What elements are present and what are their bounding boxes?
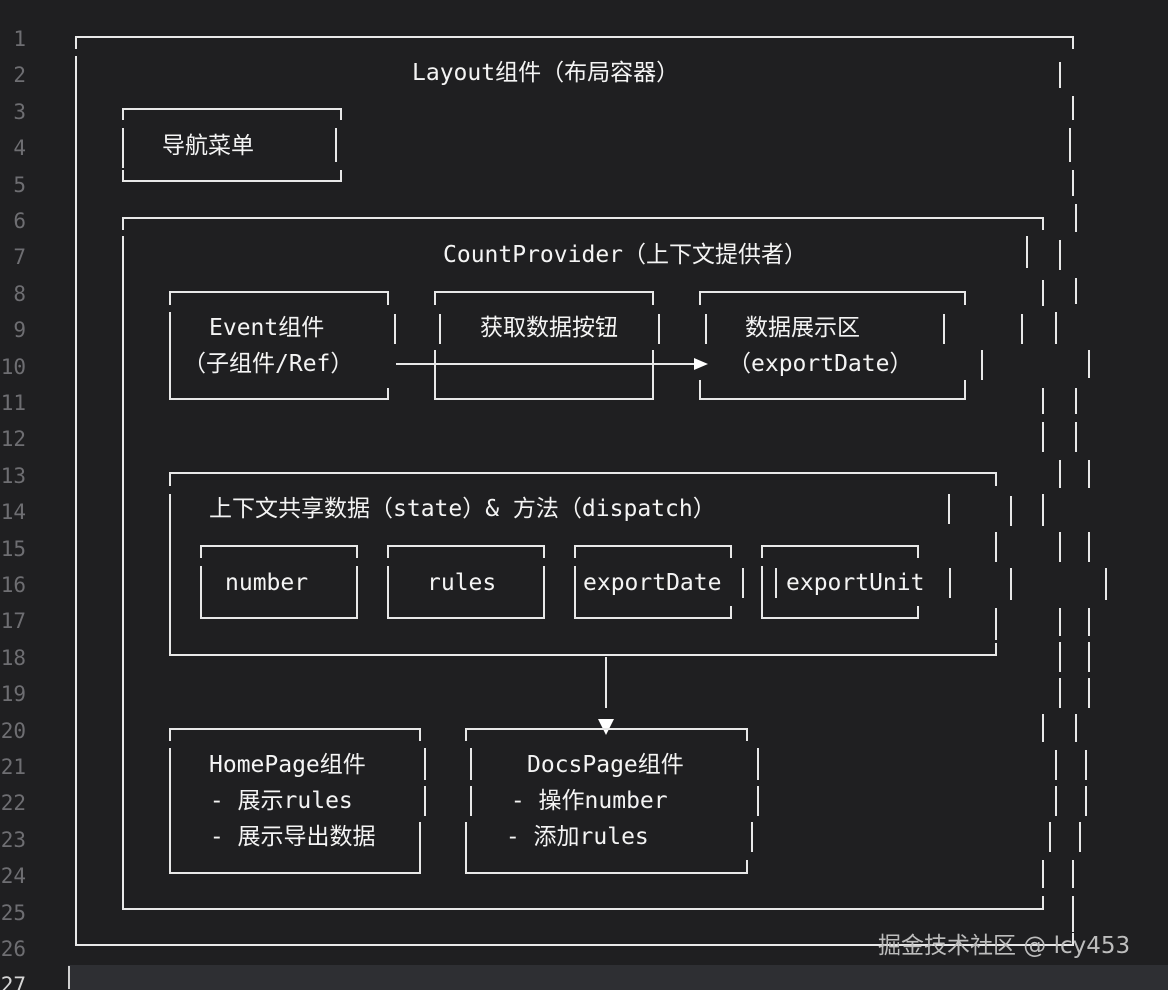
docspage-title: DocsPage组件 [527, 752, 684, 778]
shared-to-docspage-connector [598, 657, 614, 735]
line-number: 6 [13, 209, 26, 233]
line-number: 14 [0, 500, 26, 525]
shared-data-title: 上下文共享数据（state）& 方法（dispatch） [209, 496, 716, 522]
text-cursor[interactable] [68, 966, 70, 989]
line-number: 17 [0, 609, 26, 634]
line-number: 25 [0, 900, 26, 925]
line-number: 10 [0, 354, 26, 379]
line-number: 15 [0, 536, 26, 561]
docspage-frame [465, 728, 759, 874]
layout-title: Layout组件（布局容器） [412, 60, 680, 86]
line-number: 18 [0, 645, 26, 670]
line-number: 7 [13, 245, 26, 270]
homepage-frame [169, 728, 426, 874]
line-number: 19 [0, 682, 26, 707]
line-number: 11 [0, 391, 26, 415]
homepage-title: HomePage组件 [209, 752, 366, 778]
watermark: 掘金技术社区 @ lcy453 [878, 933, 1131, 959]
line-number: 4 [13, 136, 26, 161]
current-line-highlight [68, 965, 1168, 990]
line-number: 16 [0, 573, 26, 597]
line-number: 27 [0, 973, 26, 990]
line-number: 2 [13, 63, 26, 88]
line-number: 13 [0, 463, 26, 488]
homepage-item-rules: - 展示rules [196, 788, 353, 814]
line-number: 9 [13, 318, 26, 343]
line-number: 22 [0, 791, 26, 816]
event-component-frame [169, 291, 396, 400]
event-to-display-arrow [396, 358, 708, 370]
provider-title: CountProvider（上下文提供者） [443, 242, 808, 268]
field-exportunit-frame [761, 545, 951, 619]
line-number: 26 [0, 937, 26, 961]
line-number: 20 [0, 718, 26, 743]
data-display-frame [699, 291, 983, 400]
line-number: 3 [13, 99, 26, 124]
field-exportdate-frame [574, 545, 744, 619]
docspage-item-rules: - 添加rules [492, 824, 649, 850]
count-provider-frame [122, 217, 1061, 910]
field-exportunit: exportUnit [786, 570, 925, 596]
line-number: 21 [0, 755, 26, 779]
homepage-item-export: - 展示导出数据 [196, 824, 376, 850]
fetch-button-label: 获取数据按钮 [480, 315, 618, 341]
docspage-item-number: - 操作number [497, 788, 668, 814]
line-number: 24 [0, 864, 26, 889]
line-number: 12 [0, 427, 26, 452]
event-component-title: Event组件 [209, 315, 325, 341]
field-rules: rules [427, 570, 497, 596]
event-component-subtitle: （子组件/Ref） [183, 351, 354, 377]
line-number: 5 [13, 172, 26, 197]
line-number: 8 [13, 281, 26, 306]
data-display-subtitle: （exportDate） [728, 351, 913, 377]
layout-container-frame [75, 36, 1107, 946]
shared-data-frame [169, 472, 1012, 656]
data-display-title: 数据展示区 [745, 315, 860, 341]
field-exportdate: exportDate [583, 570, 722, 596]
line-number: 1 [13, 27, 26, 51]
field-rules-frame [387, 545, 545, 619]
field-number-frame [200, 545, 358, 619]
fetch-button-frame [434, 291, 660, 400]
nav-menu-frame [122, 108, 342, 182]
nav-menu-label: 导航菜单 [162, 133, 254, 159]
line-number: 23 [0, 827, 26, 852]
field-number: number [225, 570, 309, 596]
